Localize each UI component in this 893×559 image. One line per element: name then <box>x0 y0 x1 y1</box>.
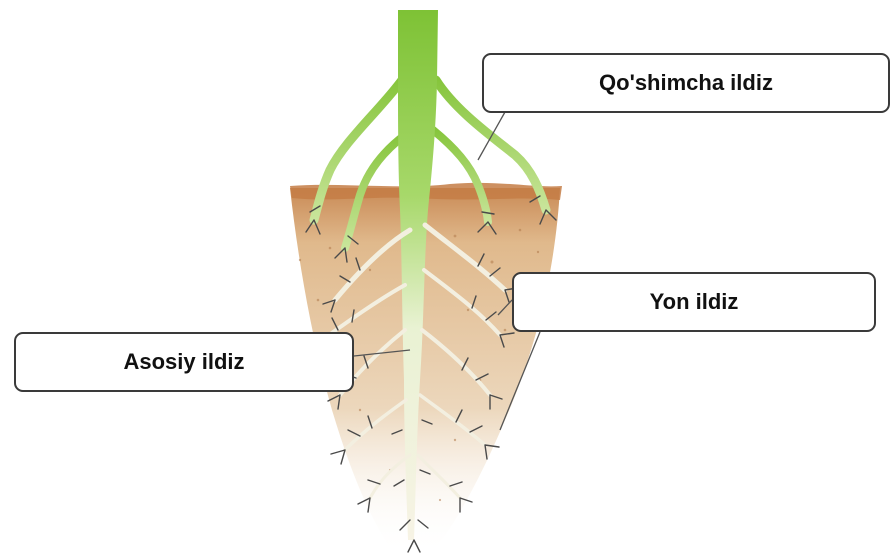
label-main-root: Asosiy ildiz <box>14 332 354 392</box>
label-main-root-text: Asosiy ildiz <box>123 349 244 375</box>
leader-adventitious <box>478 112 505 160</box>
label-adventitious-root: Qo'shimcha ildiz <box>482 53 890 113</box>
label-lateral-root-text: Yon ildiz <box>650 289 739 315</box>
label-lateral-root: Yon ildiz <box>512 272 876 332</box>
label-adventitious-root-text: Qo'shimcha ildiz <box>599 70 773 96</box>
